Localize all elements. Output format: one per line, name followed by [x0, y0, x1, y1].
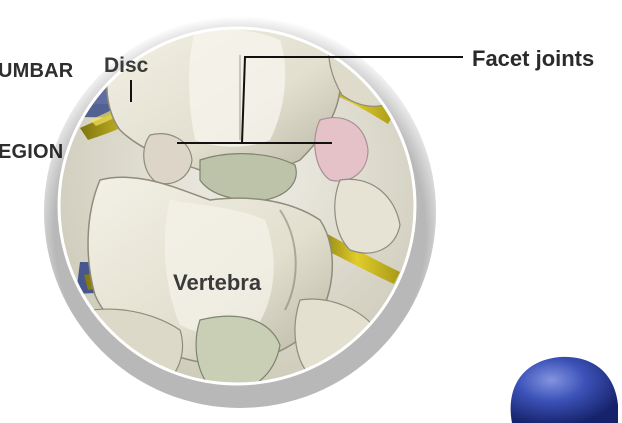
disc-label: Disc	[104, 54, 148, 78]
facet-joints-label: Facet joints	[472, 46, 594, 72]
blue-ball	[511, 357, 618, 423]
magnified-lens	[40, 0, 460, 423]
vertebra-label: Vertebra	[173, 270, 261, 296]
